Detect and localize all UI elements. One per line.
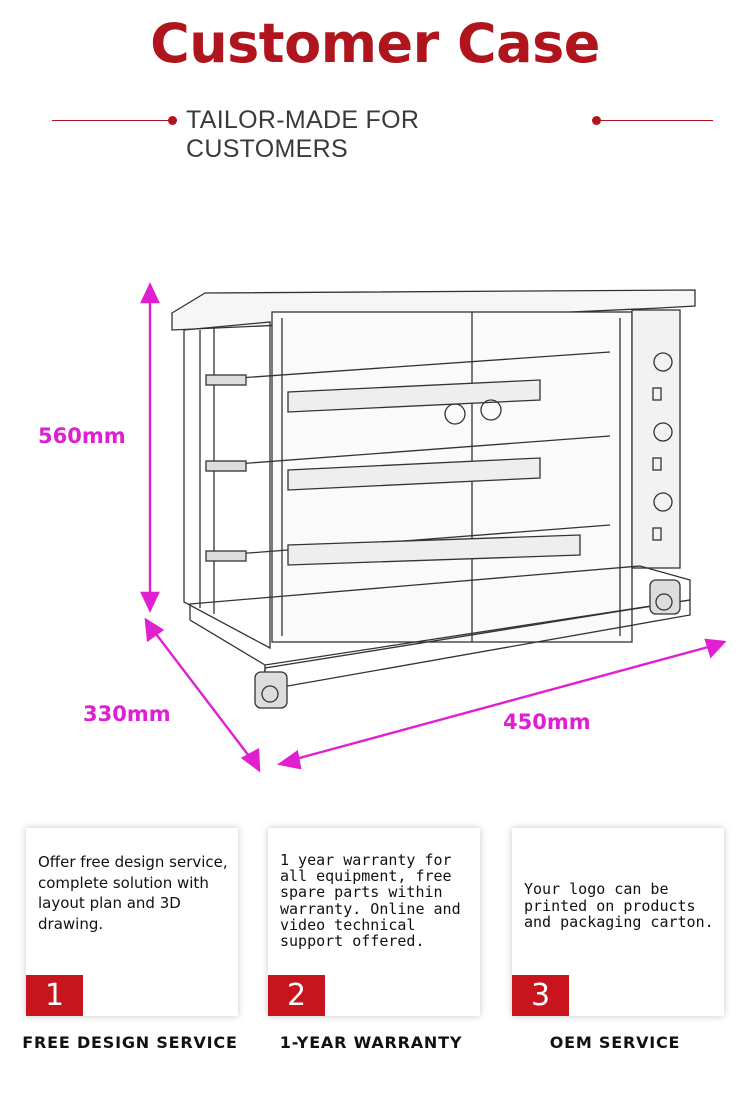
service-card-warranty: 1 year warranty for all equipment, free … bbox=[268, 828, 480, 1016]
card-caption-design: FREE DESIGN SERVICE bbox=[22, 1033, 238, 1052]
subtitle-rule-left bbox=[52, 120, 172, 121]
subtitle-dot-left bbox=[168, 116, 177, 125]
page-title: Customer Case bbox=[150, 12, 600, 75]
height-dimension-arrow bbox=[140, 282, 160, 613]
card-number-badge: 3 bbox=[512, 975, 569, 1016]
rotisserie-oven-sketch-icon bbox=[171, 289, 696, 709]
card-number-badge: 1 bbox=[26, 975, 83, 1016]
width-dimension-arrow bbox=[277, 638, 727, 770]
height-dimension-label: 560mm bbox=[38, 424, 126, 448]
card-caption-oem: OEM SERVICE bbox=[549, 1033, 681, 1052]
product-drawing bbox=[140, 282, 727, 773]
service-card-oem: Your logo can be printed on products and… bbox=[512, 828, 724, 1016]
card-description: Your logo can be printed on products and… bbox=[524, 880, 714, 931]
subtitle-rule-right bbox=[598, 120, 713, 121]
service-card-design: Offer free design service, complete solu… bbox=[26, 828, 238, 1016]
card-caption-warranty: 1-YEAR WARRANTY bbox=[279, 1033, 463, 1052]
subtitle-dot-right bbox=[592, 116, 601, 125]
page-subtitle: TAILOR-MADE FOR CUSTOMERS bbox=[186, 106, 420, 163]
card-description: Offer free design service, complete solu… bbox=[38, 853, 228, 933]
card-number-badge: 2 bbox=[268, 975, 325, 1016]
width-dimension-label: 450mm bbox=[503, 710, 591, 734]
card-description: 1 year warranty for all equipment, free … bbox=[280, 851, 461, 951]
depth-dimension-arrow bbox=[144, 617, 261, 773]
depth-dimension-label: 330mm bbox=[83, 702, 171, 726]
